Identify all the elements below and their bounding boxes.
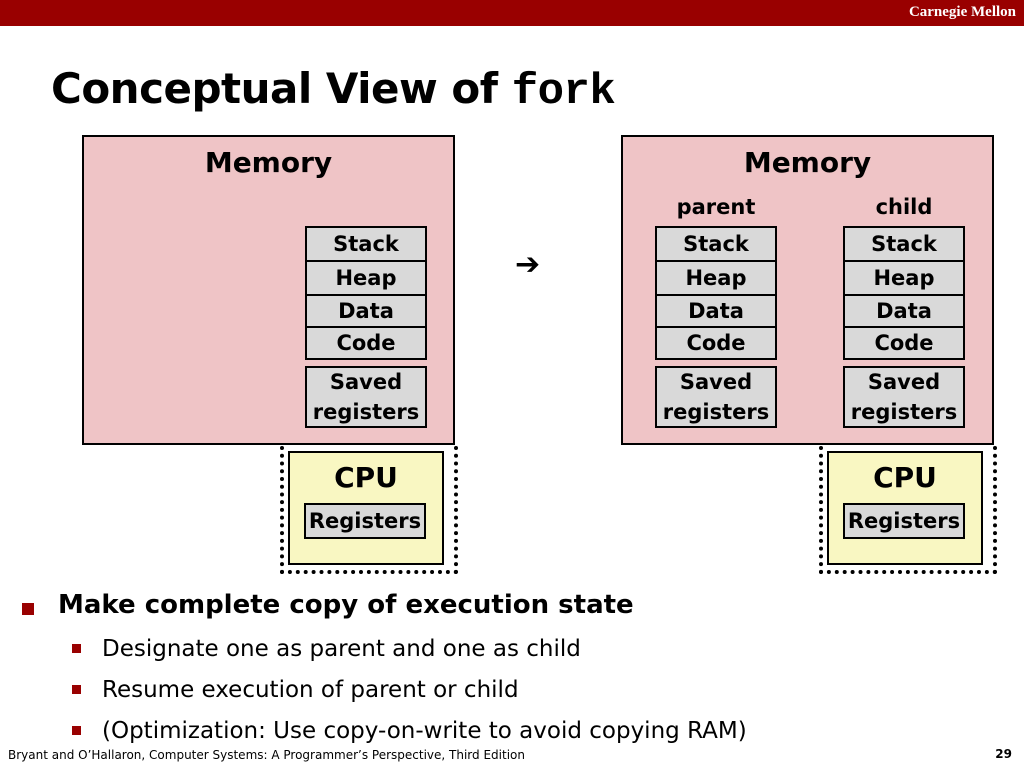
sub-bullet-text-1: Designate one as parent and one as child [102, 636, 581, 662]
main-bullet-text: Make complete copy of execution state [58, 590, 634, 620]
right-cpu-dotted-boundary [819, 446, 997, 574]
parent-saved-registers: Saved registers [655, 366, 777, 428]
left-memory-label: Memory [204, 146, 333, 179]
left-segment-stack: Stack [305, 226, 427, 262]
child-segment-stack: Stack [843, 226, 965, 262]
left-saved-line1: Saved [329, 370, 403, 394]
left-segment-data: Data [305, 294, 427, 328]
left-segment-code: Code [305, 326, 427, 360]
top-banner [0, 0, 1024, 26]
left-cpu-dotted-boundary [280, 446, 458, 574]
left-saved-line2: registers [312, 400, 420, 424]
right-cpu-label: CPU [873, 461, 937, 494]
child-saved-line1: Saved [867, 370, 941, 394]
right-memory-label: Memory [743, 146, 872, 179]
parent-saved-line2: registers [662, 400, 770, 424]
child-segment-data: Data [843, 294, 965, 328]
right-cpu-registers: Registers [843, 503, 965, 539]
main-bullet-icon [22, 603, 34, 615]
slide-title-text: Conceptual View of [51, 64, 512, 113]
child-saved-registers: Saved registers [843, 366, 965, 428]
sub-bullet-icon [72, 644, 81, 653]
child-label: child [875, 195, 933, 219]
page-number: 29 [995, 747, 1012, 761]
left-cpu-label: CPU [334, 461, 398, 494]
parent-saved-line1: Saved [679, 370, 753, 394]
parent-segment-stack: Stack [655, 226, 777, 262]
sub-bullet-text-3: (Optimization: Use copy-on-write to avoi… [102, 718, 747, 744]
sub-bullet-icon [72, 685, 81, 694]
child-segment-heap: Heap [843, 260, 965, 296]
sub-bullet-icon [72, 726, 81, 735]
slide-title: Conceptual View of fork [51, 64, 616, 117]
parent-segment-code: Code [655, 326, 777, 360]
left-cpu-registers: Registers [304, 503, 426, 539]
slide-title-code: fork [511, 67, 616, 117]
parent-label: parent [676, 195, 756, 219]
parent-segment-heap: Heap [655, 260, 777, 296]
parent-segment-data: Data [655, 294, 777, 328]
brand-label: Carnegie Mellon [908, 4, 1016, 20]
footer-citation: Bryant and O’Hallaron, Computer Systems:… [8, 748, 525, 762]
right-arrow-icon: ➔ [515, 247, 541, 282]
child-saved-line2: registers [850, 400, 958, 424]
child-segment-code: Code [843, 326, 965, 360]
sub-bullet-text-2: Resume execution of parent or child [102, 677, 519, 703]
left-segment-heap: Heap [305, 260, 427, 296]
left-saved-registers: Saved registers [305, 366, 427, 428]
